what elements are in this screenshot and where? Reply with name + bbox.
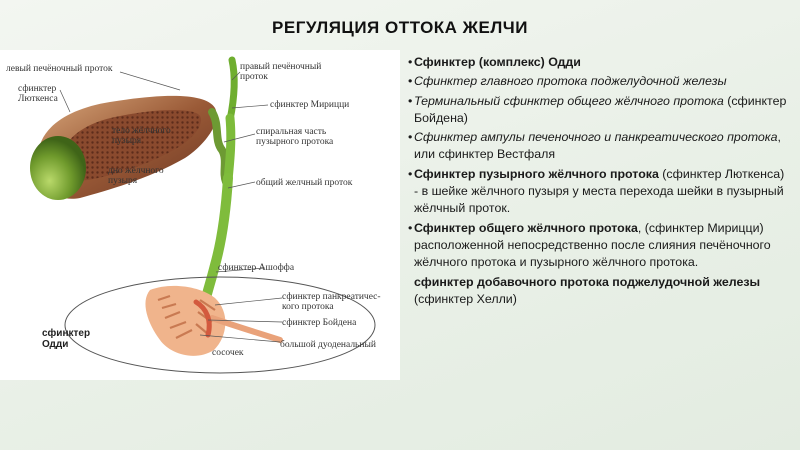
common-hepatic-duct (223, 113, 236, 185)
label-major-papilla: большой дуоденальный (280, 340, 376, 350)
label-gallbladder-body: тело жёлчного пузыря (112, 126, 171, 146)
list-item: •Сфинктер главного протока поджелудочной… (408, 74, 727, 89)
ampulla (193, 299, 212, 338)
list-item: •Сфинктер общего жёлчного протока, (сфин… (408, 220, 771, 270)
list-item: •Сфинктер (комплекс) Одди (408, 55, 581, 69)
label-left-hepatic-duct: левый печёночный проток (6, 64, 113, 74)
label-pancreatic-duct-sphincter: сфинктер панкреатичес- кого протока (282, 292, 381, 312)
label-right-hepatic-duct: правый печёночный проток (240, 62, 322, 82)
label-aschoff-sphincter: сфинктер Ашоффа (218, 263, 295, 273)
list-item: •Сфинктер пузырного жёлчного протока (сф… (408, 166, 785, 216)
list-item-text: Сфинктер (комплекс) Одди (414, 55, 581, 69)
label-lutkens-sphincter: сфинктер Люткенса (18, 84, 58, 104)
list-item-text: Сфинктер главного протока поджелудочной … (414, 74, 727, 89)
list-item-text: , или сфинктер Вестфаля (414, 130, 781, 162)
list-item-text: Сфинктер ампулы печеночного и панкреатич… (414, 130, 778, 145)
list-item-text: , (сфинктер Мирицци) расположенной непос… (414, 220, 771, 270)
hepatic-duct-right (226, 56, 238, 124)
list-item-text: (сфинктер Хелли) (414, 291, 517, 306)
label-boyden-sphincter: сфинктер Бойдена (282, 318, 357, 328)
label-papilla: сосочек (212, 348, 244, 358)
list-item-text: Сфинктер общего жёлчного протока (414, 220, 638, 235)
list-item-text: сфинктер добавочного протока поджелудочн… (414, 274, 761, 289)
list-item-text: Сфинктер пузырного жёлчного протока (414, 166, 659, 181)
list-item: •Терминальный сфинктер общего жёлчного п… (408, 93, 787, 125)
label-spiral-part: спиральная часть пузырного протока (256, 127, 334, 147)
gallbladder-mucosa (61, 110, 201, 181)
list-item-text: (сфинктер Бойдена) (414, 93, 787, 125)
label-oddi-sphincter: сфинктер Одди (42, 328, 91, 350)
gallbladder-fundus-shape (30, 136, 86, 200)
biliary-anatomy-figure: левый печёночный проток правый печёночны… (0, 50, 400, 380)
sphincter-list: •Сфинктер (комплекс) Одди •Сфинктер глав… (408, 54, 790, 310)
list-item-text: (сфинктер Люткенса) - в шейке жёлчного п… (414, 166, 785, 216)
oddi-region-outline (64, 276, 376, 374)
biliary-illustration (30, 56, 376, 374)
papilla-folds (157, 294, 216, 339)
label-common-bile-duct: общий желчный проток (256, 178, 353, 188)
slide-title: РЕГУЛЯЦИЯ ОТТОКА ЖЕЛЧИ (272, 18, 528, 37)
label-mirizzi-sphincter: сфинктер Мирицци (270, 100, 350, 110)
cystic-duct (208, 108, 230, 186)
list-item: сфинктер добавочного протока поджелудочн… (408, 274, 790, 309)
list-item: •Сфинктер ампулы печеночного и панкреати… (408, 130, 781, 162)
common-bile-duct (198, 173, 233, 317)
label-gallbladder-fundus: дно жёлчного пузыря (108, 166, 164, 186)
list-item-text: Терминальный сфинктер общего жёлчного пр… (414, 93, 724, 108)
